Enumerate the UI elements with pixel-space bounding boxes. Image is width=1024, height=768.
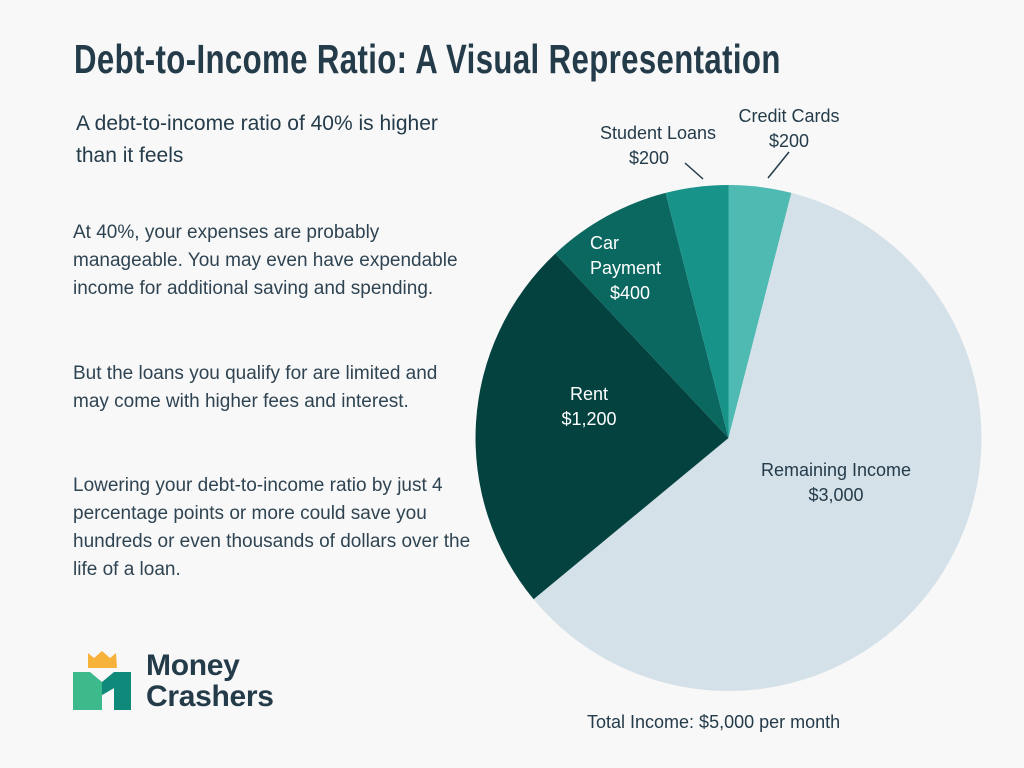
label-car-payment-name1: Car [590, 233, 620, 253]
money-crashers-logo[interactable]: Money Crashers [70, 648, 310, 714]
slice-car-payment[interactable] [555, 192, 729, 438]
slice-remaining-income[interactable] [533, 192, 982, 691]
logo-wordmark: Money Crashers [146, 650, 274, 712]
label-rent-name: Rent [569, 384, 609, 404]
paragraph-manageable: At 40%, your expenses are probably manag… [73, 222, 458, 299]
label-car-payment: Car Payment $400 [584, 231, 684, 306]
paragraph-lowering-ratio: Lowering your debt-to-income ratio by ju… [73, 475, 471, 580]
label-rent-value: $1,200 [561, 409, 617, 429]
label-credit-cards-name: Credit Cards [738, 106, 840, 126]
label-remaining-income-value: $3,000 [808, 485, 864, 505]
slice-rent[interactable] [475, 253, 729, 600]
page-title: Debt-to-Income Ratio: A Visual Represent… [74, 36, 781, 82]
label-credit-cards: Credit Cards $200 [724, 104, 854, 154]
label-car-payment-value: $400 [610, 283, 651, 303]
leader-line-credit-cards [767, 151, 790, 179]
label-student-loans-value: $200 [629, 148, 670, 168]
label-credit-cards-value: $200 [768, 131, 810, 151]
crown-m-logo-icon [73, 651, 131, 710]
label-remaining-income-name: Remaining Income [760, 460, 912, 480]
label-car-payment-name2: Payment [590, 258, 662, 278]
total-income-caption: Total Income: $5,000 per month [587, 712, 841, 732]
paragraph-limited-loans: But the loans you qualify for are limite… [73, 363, 438, 412]
logo-line-money: Money [146, 649, 240, 682]
label-student-loans: Student Loans $200 [583, 121, 733, 171]
label-remaining-income: Remaining Income $3,000 [736, 458, 936, 508]
slice-credit-cards[interactable] [728, 184, 792, 438]
label-rent: Rent $1,200 [539, 382, 639, 432]
logo-line-crashers: Crashers [146, 680, 274, 713]
slice-student-loans[interactable] [665, 184, 729, 438]
subtitle: A debt-to-income ratio of 40% is higher … [76, 112, 438, 167]
label-student-loans-name: Student Loans [599, 123, 717, 143]
